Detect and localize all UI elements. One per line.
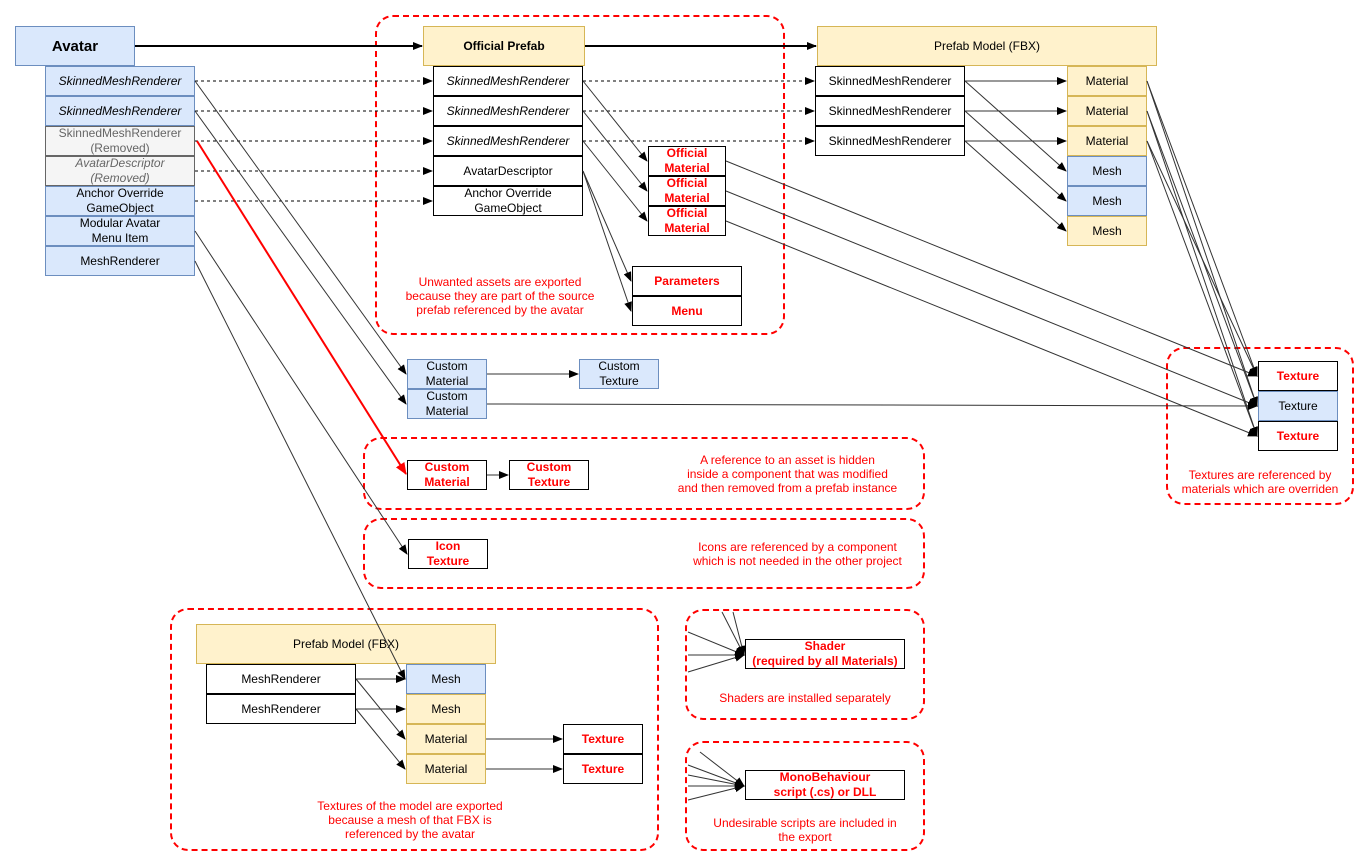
textures-zone — [1166, 347, 1354, 505]
bottom-material-2: Material — [406, 754, 486, 784]
edge-bottom-r2-mat — [355, 708, 406, 770]
official-prefab-zone — [375, 15, 785, 335]
official-skinned-mesh-renderer-3: SkinnedMeshRenderer — [433, 126, 583, 156]
avatar-header: Avatar — [15, 26, 135, 66]
shader-asset: Shader (required by all Materials) — [745, 639, 905, 669]
custom-texture: Custom Texture — [579, 359, 659, 389]
prefab-model-bottom-note: Textures of the model are exported becau… — [317, 799, 503, 841]
edge-model-mesh-1 — [964, 80, 1067, 172]
prefab-model-bottom-header: Prefab Model (FBX) — [196, 624, 496, 664]
shader-fan-1 — [721, 611, 745, 656]
prefab-model-material-2: Material — [1067, 96, 1147, 126]
edge-off-mat-tex-2 — [725, 190, 1258, 407]
bottom-texture-1: Texture — [563, 724, 643, 754]
official-avatar-descriptor: AvatarDescriptor — [433, 156, 583, 186]
avatar-mesh-renderer: MeshRenderer — [45, 246, 195, 276]
prefab-model-skinned-renderer-3: SkinnedMeshRenderer — [815, 126, 965, 156]
texture-blue: Texture — [1258, 391, 1338, 421]
avatar-skinned-mesh-renderer-1: SkinnedMeshRenderer — [45, 66, 195, 96]
script-fan-2 — [687, 774, 745, 789]
script-note: Undesirable scripts are included in the … — [713, 816, 897, 844]
monobehaviour-script: MonoBehaviour script (.cs) or DLL — [745, 770, 905, 800]
texture-red-2: Texture — [1258, 421, 1338, 451]
official-material-3: Official Material — [648, 206, 726, 236]
script-zone — [685, 741, 925, 851]
prefab-model-material-1: Material — [1067, 66, 1147, 96]
script-fan-5 — [699, 751, 745, 787]
custom-material-1: Custom Material — [407, 359, 487, 389]
edge-bottom-r1-mat — [355, 678, 406, 740]
prefab-model-mesh-1: Mesh — [1067, 156, 1147, 186]
prefab-model-bottom-zone — [170, 608, 659, 851]
edge-mat-tex-3a — [1146, 140, 1258, 437]
texture-red-1: Texture — [1258, 361, 1338, 391]
edge-mat-tex-1a — [1146, 80, 1258, 377]
textures-note: Textures are referenced by materials whi… — [1181, 468, 1339, 496]
parameters-asset: Parameters — [632, 266, 742, 296]
prefab-model-mesh-3: Mesh — [1067, 216, 1147, 246]
avatar-modular-menu-item: Modular Avatar Menu Item — [45, 216, 195, 246]
shader-zone — [685, 609, 925, 720]
edge-mat-tex-2b — [1146, 110, 1258, 437]
edge-model-mesh-2 — [964, 110, 1067, 202]
edge-official-material-3 — [582, 140, 648, 222]
bottom-mesh-renderer-2: MeshRenderer — [206, 694, 356, 724]
hidden-custom-texture: Custom Texture — [509, 460, 589, 490]
shader-fan-5 — [687, 653, 745, 673]
edge-official-material-1 — [582, 80, 648, 162]
edge-custom-material-1 — [194, 80, 407, 375]
shader-fan-2 — [732, 611, 746, 656]
official-material-2: Official Material — [648, 176, 726, 206]
edge-mat-tex-1b — [1146, 80, 1258, 407]
avatar-anchor-override: Anchor Override GameObject — [45, 186, 195, 216]
edge-mat-tex-3b — [1146, 140, 1258, 377]
edge-off-mat-tex-3 — [725, 220, 1258, 437]
edge-removed-smr-to-hidden-material — [196, 140, 407, 475]
bottom-mesh-1: Mesh — [406, 664, 486, 694]
avatar-skinned-mesh-renderer-2: SkinnedMeshRenderer — [45, 96, 195, 126]
edge-official-material-2 — [582, 110, 648, 192]
official-anchor-override: Anchor Override GameObject — [433, 186, 583, 216]
bottom-texture-2: Texture — [563, 754, 643, 784]
shader-note: Shaders are installed separately — [719, 691, 891, 705]
prefab-model-mesh-2: Mesh — [1067, 186, 1147, 216]
official-prefab-note: Unwanted assets are exported because the… — [405, 275, 595, 317]
hidden-reference-zone — [363, 437, 925, 510]
bottom-mesh-2: Mesh — [406, 694, 486, 724]
edge-custom-material-2 — [194, 110, 407, 405]
official-prefab-header: Official Prefab — [423, 26, 585, 66]
hidden-reference-note: A reference to an asset is hidden inside… — [677, 453, 898, 495]
avatar-descriptor-removed: AvatarDescriptor (Removed) — [45, 156, 195, 186]
edge-parameters — [582, 170, 632, 282]
script-fan-1 — [687, 764, 745, 787]
menu-asset: Menu — [632, 296, 742, 326]
custom-material-2: Custom Material — [407, 389, 487, 419]
avatar-skinned-mesh-renderer-removed: SkinnedMeshRenderer (Removed) — [45, 126, 195, 156]
official-skinned-mesh-renderer-1: SkinnedMeshRenderer — [433, 66, 583, 96]
hidden-custom-material: Custom Material — [407, 460, 487, 490]
official-skinned-mesh-renderer-2: SkinnedMeshRenderer — [433, 96, 583, 126]
icon-zone — [363, 518, 925, 589]
prefab-model-top-header: Prefab Model (FBX) — [817, 26, 1157, 66]
edge-off-mat-tex-1 — [725, 160, 1258, 377]
official-material-1: Official Material — [648, 146, 726, 176]
prefab-model-skinned-renderer-1: SkinnedMeshRenderer — [815, 66, 965, 96]
prefab-model-material-3: Material — [1067, 126, 1147, 156]
edge-model-mesh-3 — [964, 140, 1067, 232]
edge-icon — [194, 230, 408, 555]
edge-custom-mat2-texture — [486, 401, 1258, 410]
script-fan-4 — [687, 784, 745, 801]
bottom-material-1: Material — [406, 724, 486, 754]
bottom-mesh-renderer-1: MeshRenderer — [206, 664, 356, 694]
icon-note: Icons are referenced by a component whic… — [693, 540, 902, 568]
edge-bottom-mesh — [194, 260, 406, 680]
edge-menu — [582, 170, 632, 312]
icon-texture: Icon Texture — [408, 539, 488, 569]
shader-fan-3 — [687, 631, 745, 656]
prefab-model-skinned-renderer-2: SkinnedMeshRenderer — [815, 96, 965, 126]
